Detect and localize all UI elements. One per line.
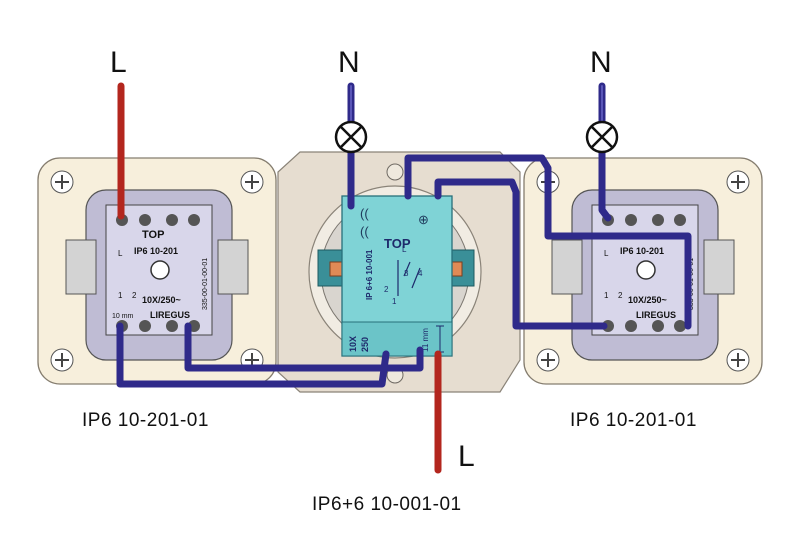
pin-2-label: 2 <box>618 291 623 300</box>
screw-icon <box>50 170 74 194</box>
live-wiring <box>117 82 442 474</box>
live-terminal-label-left: L <box>110 46 127 79</box>
pin-1-label: 1 <box>392 297 397 306</box>
screw-icon <box>536 348 560 372</box>
center-rating-b: 250 <box>360 337 370 352</box>
right-switch-model-label: IP6 10-201-01 <box>570 410 697 431</box>
screw-icon <box>240 170 264 194</box>
center-switch-module: (( (( ⊕ TOP IP 6+6 10-001 L 1 2 3 4 10X … <box>317 195 475 357</box>
module-model-label: IP6 10-201 <box>620 246 664 256</box>
center-strip-label: 11 mm <box>421 328 430 352</box>
lamp-icon <box>585 120 619 154</box>
pin-l-label: L <box>402 245 407 254</box>
neutral-terminal-label-center: N <box>338 46 360 79</box>
module-rating-label: 10X/250~ <box>628 295 667 305</box>
pin-l-label: L <box>118 249 123 258</box>
pin-1-label: 1 <box>604 291 609 300</box>
right-mounting-frame: IP6 10-201 10X/250~ LIREGUS L 1 2 335-00… <box>523 157 763 385</box>
live-terminal-label-bottom: L <box>458 440 475 473</box>
arc-icon: (( <box>360 206 369 221</box>
arc-icon: (( <box>360 224 369 239</box>
center-model-label: IP 6+6 10-001 <box>365 249 374 300</box>
module-top-label: TOP <box>142 229 164 241</box>
pin-l-label: L <box>604 249 609 258</box>
screw-icon <box>726 170 750 194</box>
lamp-icon <box>334 120 368 154</box>
center-rating-a: 10X <box>348 336 358 352</box>
center-switch-model-label: IP6+6 10-001-01 <box>312 494 462 515</box>
module-code-label: 335-00-01-00-01 <box>202 258 209 310</box>
left-mounting-frame: TOP IP6 10-201 10X/250~ LIREGUS 10 mm L … <box>37 157 277 385</box>
module-brand-label: LIREGUS <box>636 310 676 320</box>
module-strip-label: 10 mm <box>112 313 134 320</box>
module-model-label: IP6 10-201 <box>134 246 178 256</box>
neutral-terminal-label-right: N <box>590 46 612 79</box>
pin-3-label: 3 <box>404 269 409 278</box>
pin-1-label: 1 <box>118 291 123 300</box>
pin-4-label: 4 <box>418 269 423 278</box>
module-rating-label: 10X/250~ <box>142 295 181 305</box>
lamp-symbol-icon: ⊕ <box>418 212 429 227</box>
pin-2-label: 2 <box>384 285 389 294</box>
center-top-label: TOP <box>384 236 411 251</box>
screw-icon <box>726 348 750 372</box>
screw-icon <box>50 348 74 372</box>
module-brand-label: LIREGUS <box>150 310 190 320</box>
left-switch-model-label: IP6 10-201-01 <box>82 410 209 431</box>
pin-2-label: 2 <box>132 291 137 300</box>
screw-icon <box>386 163 404 181</box>
